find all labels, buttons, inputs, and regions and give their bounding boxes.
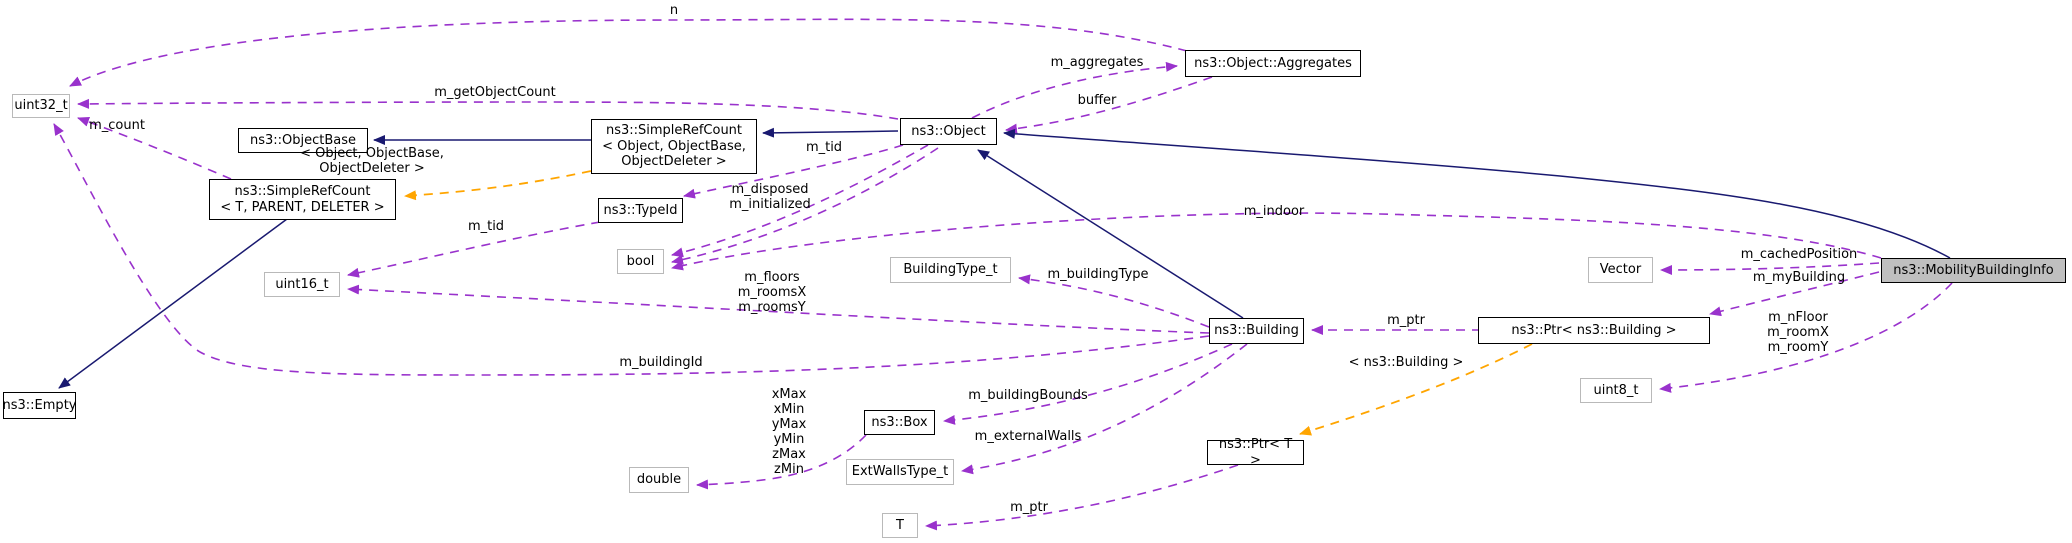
edge-label-m-buildingbounds: m_buildingBounds: [968, 388, 1088, 403]
edge-label-m-tid-typeid: m_tid: [467, 219, 505, 234]
edge-label-template-object: < Object, ObjectBase, ObjectDeleter >: [300, 146, 444, 176]
edge-m-nfloor-rooms: [1659, 282, 1953, 393]
edge-label-m-tid-object: m_tid: [805, 140, 843, 155]
edge-label-m-ptr-building: m_ptr: [1387, 313, 1425, 328]
edge-m-getobjectcount: [77, 98, 899, 120]
node-extwallstype-t: ExtWallsType_t: [846, 459, 954, 485]
edge-label-n: n: [669, 3, 679, 18]
edge-label-m-externalwalls: m_externalWalls: [974, 429, 1082, 444]
node-ptr-building[interactable]: ns3::Ptr< ns3::Building >: [1478, 317, 1710, 344]
node-vector: Vector: [1588, 257, 1653, 283]
node-uint32-t: uint32_t: [12, 94, 70, 118]
edge-inherit-object-simplerefcount: [762, 127, 899, 138]
edge-label-m-aggregates: m_aggregates: [1050, 55, 1144, 70]
node-mobilitybuildinginfo: ns3::MobilityBuildingInfo: [1881, 258, 2066, 283]
edge-label-m-indoor: m_indoor: [1243, 204, 1305, 219]
edge-label-buffer: buffer: [1077, 93, 1117, 108]
edge-label-m-buildingid: m_buildingId: [619, 355, 703, 370]
edge-m-count: [77, 117, 232, 180]
edge-inherit-building-object: [977, 149, 1244, 319]
edge-m-externalwalls: [961, 343, 1248, 475]
node-double: double: [629, 467, 689, 493]
edge-label-box-coords: xMax xMin yMax yMin zMax zMin: [771, 387, 807, 477]
edge-label-m-count: m_count: [89, 118, 145, 133]
edge-label-template-building: < ns3::Building >: [1348, 355, 1464, 370]
edge-m-cachedposition: [1660, 262, 1880, 275]
edge-m-buildingtype: [1018, 274, 1210, 328]
edge-buffer: [1005, 76, 1213, 134]
edge-label-m-buildingtype: m_buildingType: [1047, 267, 1149, 282]
edge-label-m-floors-rooms: m_floors m_roomsX m_roomsY: [737, 270, 807, 315]
edge-template-simplerefcount: [404, 170, 592, 201]
edge-inherit-simplerefcount-empty: [58, 218, 288, 389]
node-uint8-t: uint8_t: [1580, 378, 1652, 403]
node-objectbase[interactable]: ns3::ObjectBase: [238, 128, 368, 153]
edge-label-m-mybuilding: m_myBuilding: [1752, 270, 1846, 285]
edge-m-disposed: [671, 144, 929, 258]
edge-label-m-cachedposition: m_cachedPosition: [1740, 247, 1858, 262]
node-uint16-t: uint16_t: [264, 272, 340, 297]
edge-label-m-nfloor-rooms: m_nFloor m_roomX m_roomY: [1767, 310, 1829, 355]
node-object[interactable]: ns3::Object: [900, 118, 997, 145]
edge-m-ptr-t: [925, 464, 1239, 531]
edge-label-m-ptr-t: m_ptr: [1010, 500, 1048, 515]
node-building[interactable]: ns3::Building: [1209, 318, 1304, 344]
node-empty[interactable]: ns3::Empty: [3, 392, 76, 419]
edge-m-tid-object: [683, 144, 904, 199]
node-simplerefcount-object[interactable]: ns3::SimpleRefCount < Object, ObjectBase…: [591, 119, 757, 174]
edge-m-mybuilding: [1709, 271, 1880, 317]
edge-m-indoor: [671, 212, 1882, 271]
node-object-aggregates[interactable]: ns3::Object::Aggregates: [1185, 50, 1361, 77]
node-ptr-t[interactable]: ns3::Ptr< T >: [1207, 437, 1304, 468]
node-typeid[interactable]: ns3::TypeId: [598, 198, 683, 223]
edge-m-aggregates: [971, 61, 1178, 119]
edge-label-m-getobjectcount: m_getObjectCount: [434, 85, 556, 100]
edge-inherit-mobility-object: [1003, 128, 1951, 259]
edge-m-initialized: [671, 147, 939, 265]
edge-m-buildingbounds: [943, 343, 1233, 425]
node-box[interactable]: ns3::Box: [864, 410, 935, 435]
node-t: T: [882, 513, 918, 538]
edge-n: [69, 18, 1188, 87]
edge-template-ptr: [1299, 343, 1533, 436]
node-bool: bool: [617, 249, 664, 274]
edge-label-m-disposed-initialized: m_disposed m_initialized: [729, 182, 811, 212]
edge-m-tid-typeid: [347, 221, 601, 278]
node-simplerefcount-template[interactable]: ns3::SimpleRefCount < T, PARENT, DELETER…: [209, 179, 396, 220]
node-buildingtype-t: BuildingType_t: [890, 257, 1011, 283]
edge-m-buildingid: [53, 123, 1210, 376]
